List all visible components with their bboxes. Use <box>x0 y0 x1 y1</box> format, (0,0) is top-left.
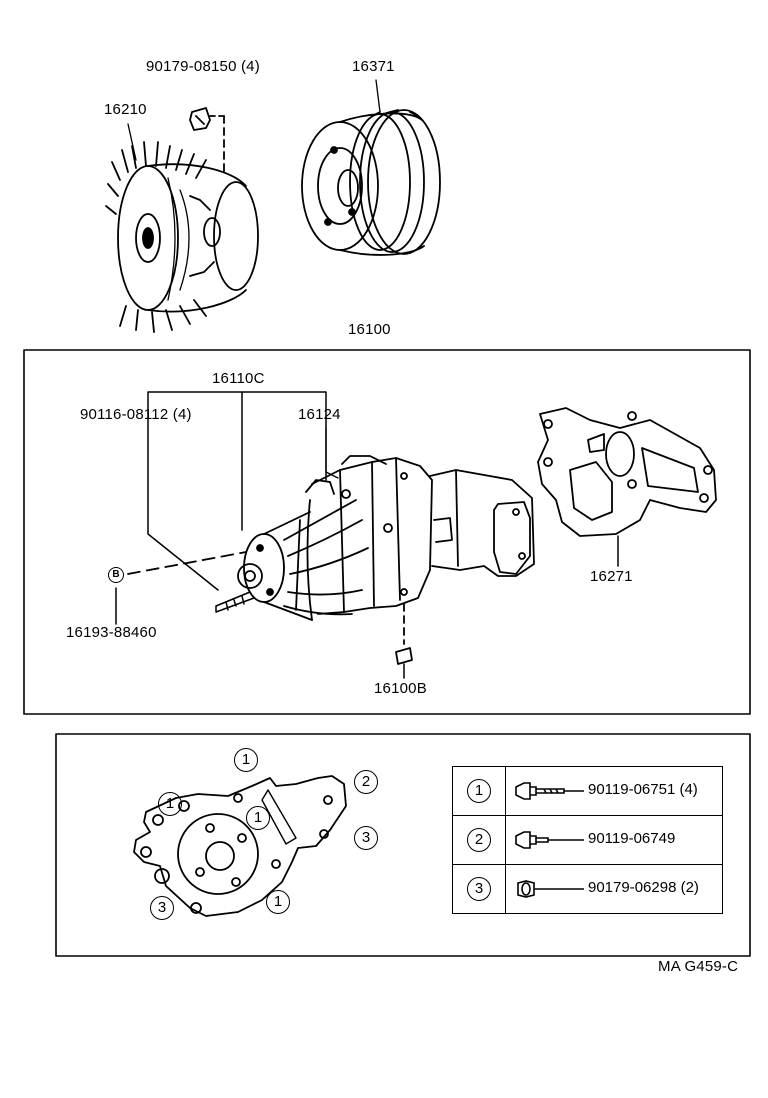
fan-clutch-part-number-label: 16210 <box>104 101 147 118</box>
stud-bolt-label: 90116-08112 (4) <box>80 406 192 423</box>
legend-row: 3 90179-06298 (2) <box>452 864 723 914</box>
short-bolt-icon <box>515 831 584 849</box>
bolt-location-key: 3 <box>354 826 378 850</box>
legend-part-number: 90119-06751 (4) <box>588 781 698 798</box>
pump-body-label: 16124 <box>298 406 341 423</box>
legend-key: 3 <box>467 877 491 901</box>
legend-key: 1 <box>467 779 491 803</box>
legend-part-number: 90179-06298 (2) <box>588 879 699 896</box>
bolt-location-key: 1 <box>234 748 258 772</box>
legend-row: 2 90119-06749 <box>452 815 723 865</box>
callout-b-marker: B <box>108 567 124 583</box>
gasket-label: 16271 <box>590 568 633 585</box>
flange-bolt-icon <box>515 782 584 800</box>
nut-icon <box>517 880 584 898</box>
pump-outline-drawing <box>133 775 347 917</box>
bolt-location-box <box>55 733 751 957</box>
bolt-location-key: 2 <box>354 770 378 794</box>
diagram-code: MA G459-C <box>658 958 739 975</box>
bolt-location-key: 1 <box>158 792 182 816</box>
water-pump-assy-label: 16100 <box>348 321 391 338</box>
pulley-part-number-label: 16371 <box>352 58 395 75</box>
water-pump-drawing <box>237 455 535 621</box>
gasket-drawing <box>537 407 717 567</box>
fan-clutch-drawing <box>105 141 259 333</box>
legend-row: 1 90119-06751 (4) <box>452 766 723 816</box>
bolt-drawing-top <box>189 107 225 177</box>
bolt-location-key: 1 <box>246 806 270 830</box>
pump-sub-assy-label: 16110C <box>212 370 265 387</box>
bolt-location-key: 1 <box>266 890 290 914</box>
bolt-location-key: 3 <box>150 896 174 920</box>
bolt-legend-table: 1 90119-06751 (4) 2 <box>452 766 723 914</box>
pulley-drawing <box>301 109 441 256</box>
bearing-part-label: 16193-88460 <box>66 624 157 641</box>
bolt-part-number-label: 90179-08150 (4) <box>146 58 260 75</box>
legend-part-number: 90119-06749 <box>588 830 676 847</box>
legend-key: 2 <box>467 828 491 852</box>
assembly-box <box>23 349 751 715</box>
plug-label: 16100B <box>374 680 427 697</box>
